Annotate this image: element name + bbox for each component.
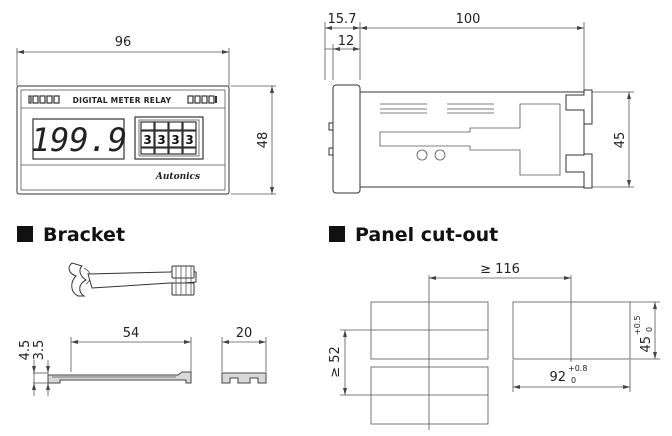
side-hole-left: [416, 149, 428, 161]
bracket-length-dim: 54: [123, 326, 140, 341]
section-bullet-cutout: [329, 226, 345, 242]
bracket-illustration: [68, 262, 197, 297]
svg-text:3: 3: [157, 133, 165, 147]
bracket-height-a-dim: 4.5: [18, 340, 33, 361]
side-depth-dim: 100: [456, 12, 481, 27]
thumbwheel-2[interactable]: 3: [154, 121, 169, 155]
thumbwheel-1[interactable]: 3: [140, 121, 155, 155]
side-bezel-dim: 12: [338, 34, 355, 49]
thumbwheel-3[interactable]: 3: [168, 121, 183, 155]
section-bullet-bracket: [17, 226, 33, 242]
front-height-dim: 48: [256, 132, 271, 149]
side-bezel: [332, 84, 361, 194]
side-hole-right: [434, 149, 446, 161]
indicator-squares-left: [28, 95, 60, 104]
indicator-squares-right: [187, 95, 217, 104]
front-width-dim: 96: [115, 35, 132, 50]
side-vents: [380, 103, 494, 114]
bracket-end-profile: [221, 372, 267, 384]
svg-text:3: 3: [171, 133, 179, 147]
display-value: 199.9: [31, 121, 127, 159]
bracket-section: Bracket 54 4.5 3.5: [17, 224, 267, 396]
cutout-h-pitch-dim: ≥ 116: [480, 262, 520, 277]
panel-cutout-title: Panel cut-out: [355, 224, 498, 246]
thumbwheel-4[interactable]: 3: [182, 121, 197, 155]
cutout-hole-height-dim: 45 +0.5 0: [633, 316, 654, 353]
svg-text:+0.5: +0.5: [633, 316, 642, 335]
side-view: 15.7 100 12 45: [324, 12, 634, 194]
svg-text:92: 92: [549, 370, 566, 385]
svg-text:3: 3: [185, 133, 193, 147]
panel-cutout-section: Panel cut-out ≥ 116 ≥ 52 92 +0.8 0: [328, 224, 660, 430]
side-flange-dim: 15.7: [328, 12, 357, 27]
cutout-hole-bottom-left: [370, 366, 489, 425]
svg-text:3: 3: [143, 133, 151, 147]
bracket-width-dim: 20: [236, 326, 253, 341]
cutout-hole-width-dim: 92 +0.8 0: [549, 364, 587, 385]
svg-text:0: 0: [571, 376, 576, 385]
bracket-title: Bracket: [43, 224, 125, 246]
front-housing: [16, 85, 230, 195]
bracket-height-b-dim: 3.5: [32, 340, 47, 361]
cutout-hole-top-right: [512, 301, 631, 360]
svg-text:+0.8: +0.8: [568, 364, 587, 373]
thumbwheel-switches: 3 3 3 3: [134, 116, 204, 160]
front-view: 96 48 DIGITAL METER RELAY: [16, 35, 276, 195]
side-height-dim: 45: [613, 132, 628, 149]
cutout-v-pitch-dim: ≥ 52: [328, 346, 343, 378]
cutout-hole-top-left: [370, 301, 489, 360]
svg-text:0: 0: [645, 327, 654, 332]
bracket-side-profile: [47, 371, 192, 384]
svg-text:45: 45: [639, 336, 654, 353]
side-housing: [359, 91, 585, 188]
model-label: DIGITAL METER RELAY: [73, 96, 172, 105]
rear-clips: [565, 89, 593, 189]
display-window: [32, 118, 125, 160]
brand-logo: Autonics: [155, 172, 200, 182]
